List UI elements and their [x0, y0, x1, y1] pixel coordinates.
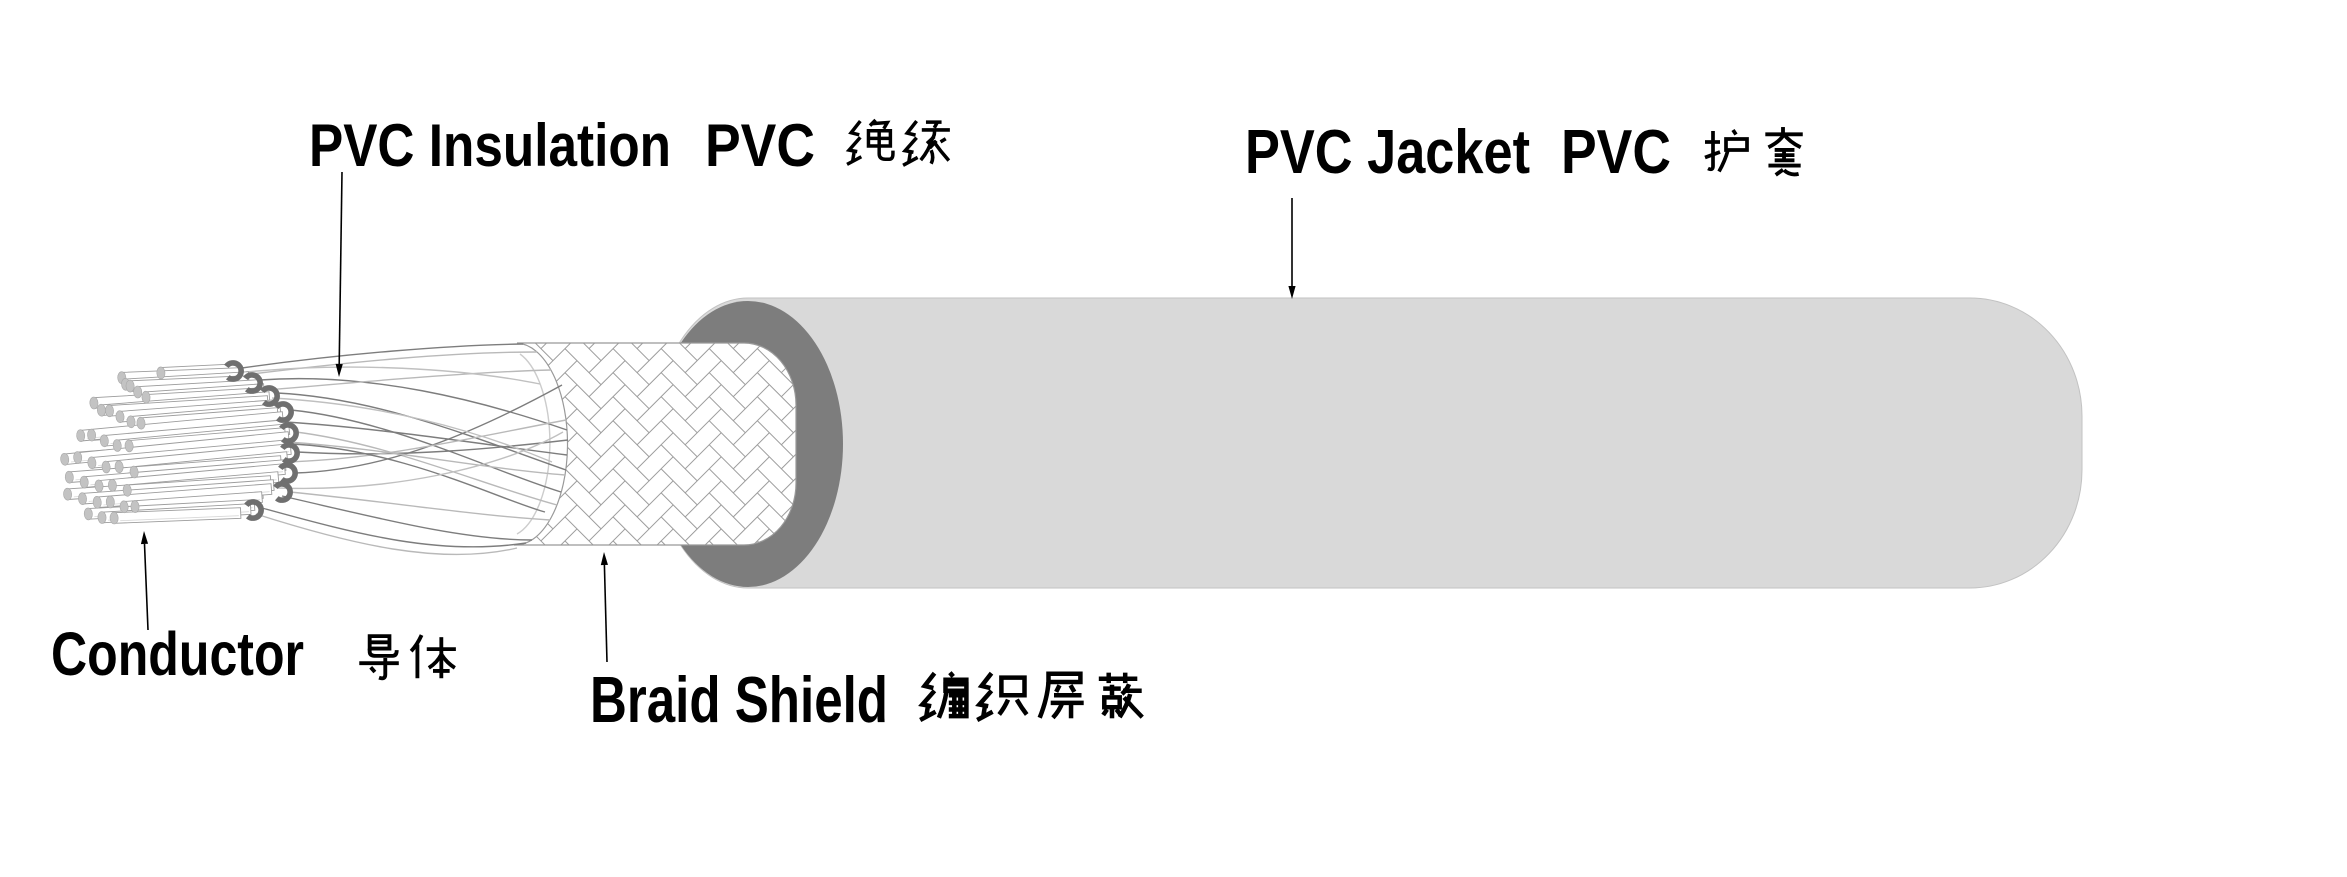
svg-text:PVC Jacket: PVC Jacket: [1245, 118, 1530, 187]
svg-text:Conductor: Conductor: [51, 620, 304, 688]
svg-text:Braid Shield: Braid Shield: [590, 663, 888, 736]
svg-text:PVC: PVC: [1561, 118, 1671, 187]
svg-text:PVC Insulation: PVC Insulation: [309, 112, 671, 179]
svg-text:PVC: PVC: [705, 112, 815, 179]
